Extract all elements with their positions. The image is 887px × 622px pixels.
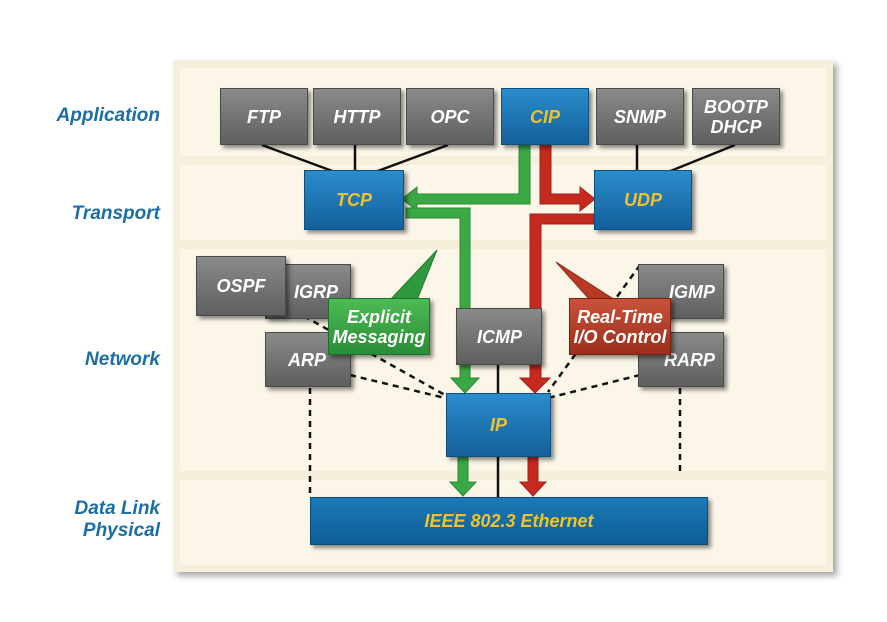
udp-box: UDP [594,170,692,230]
green-path-ip-ethernet [448,455,478,497]
ip-box: IP [446,393,551,457]
bootp-udp-line [667,143,736,174]
explicit-callout-line2: Messaging [332,326,426,347]
ethernet-bar: IEEE 802.3 Ethernet [310,497,708,545]
snmp-box: SNMP [596,88,684,145]
red-path-ip-ethernet [518,455,548,497]
ospf-box: OSPF [196,256,286,316]
tcp-box: TCP [304,170,404,230]
opc-box: OPC [406,88,494,145]
layer-label-datalink: Data Link Physical [10,498,160,542]
realtime-io-callout: Real-Time I/O Control [569,298,671,355]
opc-tcp-line [374,143,449,174]
cip-box: CIP [501,88,589,145]
ftp-box: FTP [220,88,308,145]
green-path-cip-tcp [401,142,531,213]
arp-ip-dashed [349,373,446,400]
ftp-tcp-line [261,143,336,174]
realtime-callout-line1: Real-Time [577,306,663,327]
layer-label-datalink-line2: Physical [82,520,160,541]
realtime-callout-pointer [555,261,617,301]
bootp-label: BOOTP [703,96,768,117]
bootp-dhcp-box: BOOTP DHCP [692,88,780,145]
explicit-callout-pointer [389,249,438,306]
icmp-box: ICMP [456,308,542,365]
explicit-messaging-callout: Explicit Messaging [328,298,430,355]
red-path-cip-udp [539,142,596,213]
layer-label-network: Network [85,349,160,370]
rarp-ip-dashed [547,373,641,400]
realtime-callout-line2: I/O Control [573,326,667,347]
explicit-callout-line1: Explicit [346,306,412,327]
http-box: HTTP [313,88,401,145]
dhcp-label: DHCP [710,116,762,137]
layer-label-datalink-line1: Data Link [74,498,160,519]
layer-label-application: Application [56,105,160,126]
layer-label-transport: Transport [71,203,160,224]
